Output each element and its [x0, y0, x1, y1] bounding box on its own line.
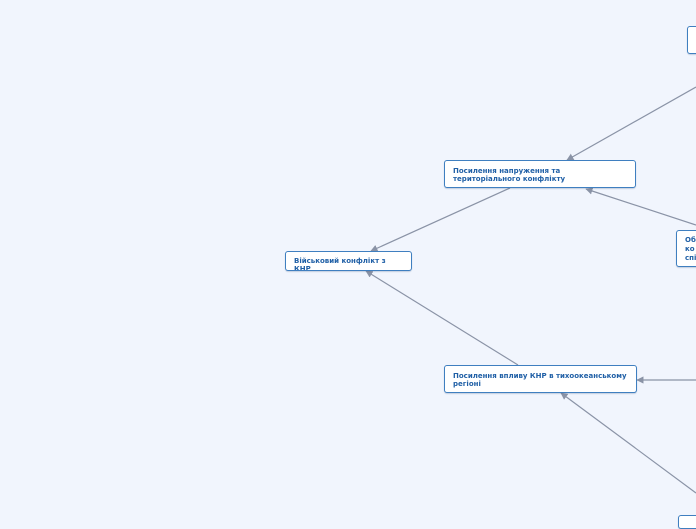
- node-offscreen-bottom[interactable]: [678, 515, 696, 529]
- node-offscreen-middle[interactable]: Об ко спі: [676, 230, 696, 267]
- edge-influence-to-military: [365, 270, 519, 366]
- node-china-influence[interactable]: Посилення впливу КНР в тихоокеанському р…: [444, 365, 637, 393]
- node-military-conflict[interactable]: Військовий конфлікт з КНР: [285, 251, 412, 271]
- node-tension-territorial-label: Посилення напруження та територіального …: [453, 167, 566, 183]
- node-tension-territorial[interactable]: Посилення напруження та територіального …: [444, 160, 636, 188]
- node-offscreen-top[interactable]: [687, 26, 696, 54]
- node-offscreen-middle-line-2: ко: [685, 245, 695, 253]
- node-china-influence-label: Посилення впливу КНР в тихоокеанському р…: [453, 372, 627, 388]
- node-offscreen-middle-line-3: спі: [685, 254, 696, 262]
- edge-topright-to-tension: [566, 86, 696, 161]
- edge-bottomright-to-influence: [560, 392, 696, 494]
- node-offscreen-middle-line-1: Об: [685, 236, 696, 244]
- edge-midright-to-tension: [585, 187, 696, 226]
- edge-tension-to-military: [370, 187, 511, 252]
- node-military-conflict-label: Військовий конфлікт з КНР: [294, 257, 386, 271]
